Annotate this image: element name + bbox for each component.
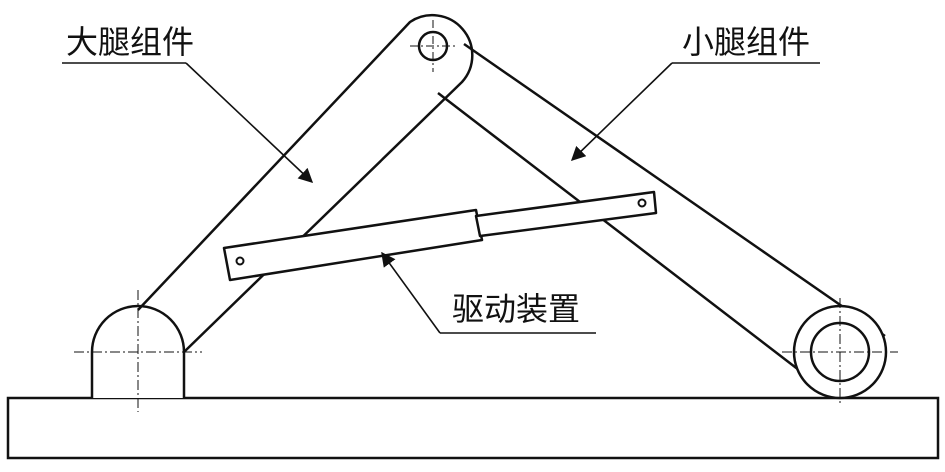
drive-mount-hole-left xyxy=(235,256,245,266)
drive-device-label: 驱动装置 xyxy=(452,290,580,328)
knee-pivot-centerline xyxy=(410,20,456,72)
shank-link xyxy=(437,42,886,378)
thigh-assembly-label: 大腿组件 xyxy=(66,23,194,61)
drive-leader xyxy=(381,251,596,334)
thigh-link xyxy=(137,14,474,353)
drive-piston-rod xyxy=(474,190,658,238)
drive-mount-hole-right xyxy=(637,198,647,208)
shank-leader xyxy=(570,62,820,162)
hip-centerline xyxy=(74,290,202,412)
drive-cylinder-body xyxy=(222,208,484,282)
foot-wheel-centerline xyxy=(782,298,898,405)
shank-assembly-label: 小腿组件 xyxy=(682,23,810,61)
thigh-leader xyxy=(62,62,314,183)
ground-base xyxy=(6,396,940,460)
